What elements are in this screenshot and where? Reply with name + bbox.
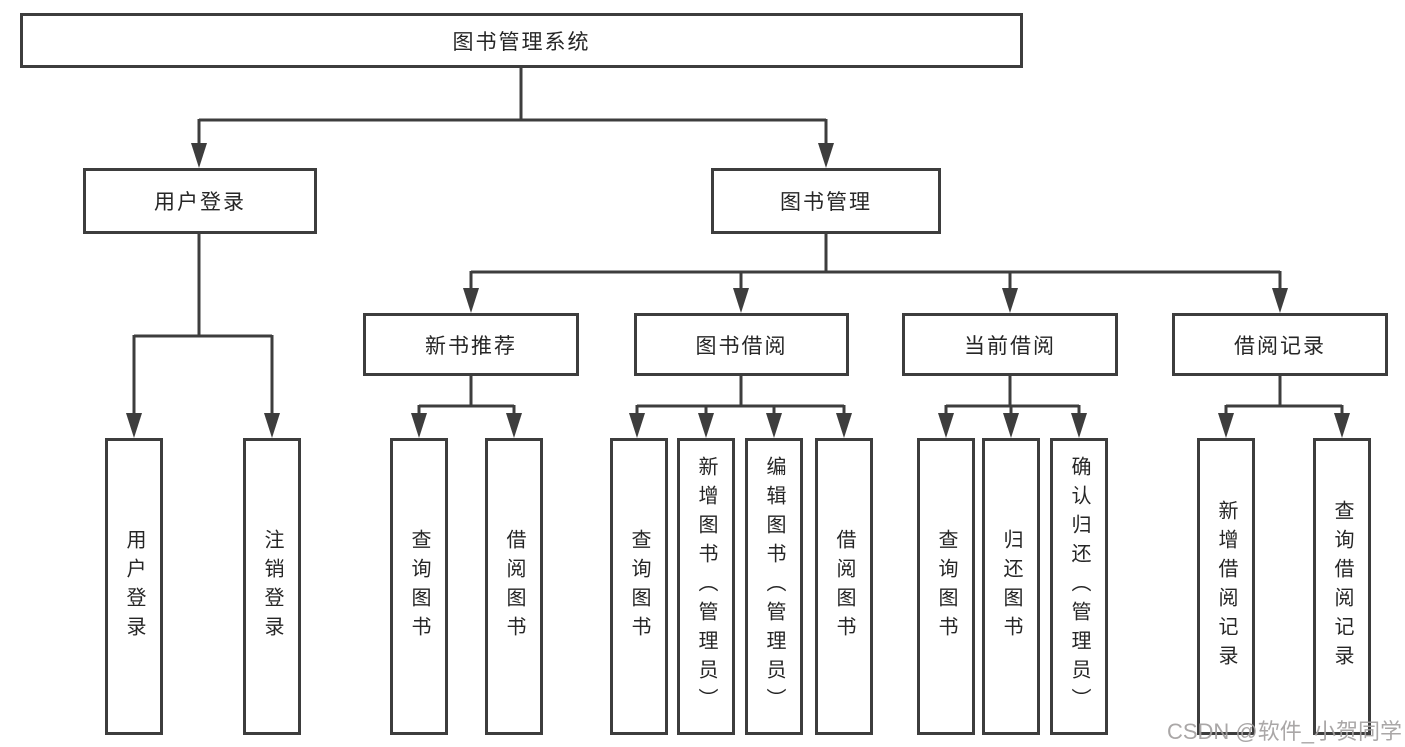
leaf-add-borrow-record-label: 新增借阅记录 [1215,499,1237,674]
arrowhead-leaf7 [766,413,782,438]
leaf-return-book-label: 归还图书 [1000,528,1022,645]
node-book-borrow: 图书借阅 [634,313,849,376]
arrowhead-leaf3 [411,413,427,438]
node-current-borrow-label: 当前借阅 [964,334,1056,358]
node-user-login-label: 用户登录 [154,191,246,214]
leaf-query-borrow-record: 查询借阅记录 [1313,438,1371,735]
leaf-query-borrow-record-label: 查询借阅记录 [1331,499,1353,674]
node-user-login: 用户登录 [83,168,317,234]
node-borrow-record: 借阅记录 [1172,313,1388,376]
node-book-manage-label: 图书管理 [780,191,872,214]
leaf-user-login: 用户登录 [105,438,163,735]
leaf-edit-book-admin-label: 编辑图书（管理员） [763,456,785,717]
node-book-manage: 图书管理 [711,168,941,234]
watermark-text: CSDN @软件_小贺同学 [1166,719,1402,744]
leaf-current-query-book-label: 查询图书 [935,528,957,645]
arrowhead-leaf8 [836,413,852,438]
arrowhead-leaf10 [1003,413,1019,438]
arrowhead-login [191,143,207,168]
arrowhead-leaf9 [938,413,954,438]
node-new-book-recommend: 新书推荐 [363,313,579,376]
leaf-add-book-admin: 新增图书（管理员） [677,438,735,735]
arrowhead-leaf13 [1334,413,1350,438]
leaf-user-login-label: 用户登录 [123,528,145,645]
leaf-logout: 注销登录 [243,438,301,735]
leaf-confirm-return-admin: 确认归还（管理员） [1050,438,1108,735]
arrowhead-leaf12 [1218,413,1234,438]
leaf-confirm-return-admin-label: 确认归还（管理员） [1068,456,1090,717]
arrowhead-leaf6 [698,413,714,438]
node-current-borrow: 当前借阅 [902,313,1118,376]
arrowhead-borrow [733,288,749,313]
arrowhead-leaf-user-login [126,413,142,438]
leaf-borrow-query-book-label: 查询图书 [628,528,650,645]
arrowhead-leaf4 [506,413,522,438]
arrowhead-manage [818,143,834,168]
leaf-edit-book-admin: 编辑图书（管理员） [745,438,803,735]
node-new-book-recommend-label: 新书推荐 [425,334,517,358]
leaf-newbook-query-book-label: 查询图书 [408,528,430,645]
leaf-add-borrow-record: 新增借阅记录 [1197,438,1255,735]
leaf-newbook-borrow-book-label: 借阅图书 [503,528,525,645]
leaf-newbook-query-book: 查询图书 [390,438,448,735]
arrowhead-current [1002,288,1018,313]
leaf-borrow-query-book: 查询图书 [610,438,668,735]
leaf-current-query-book: 查询图书 [917,438,975,735]
arrowhead-leaf11 [1071,413,1087,438]
arrowhead-record [1272,288,1288,313]
node-book-borrow-label: 图书借阅 [695,334,788,358]
arrowhead-newbook [463,288,479,313]
leaf-logout-label: 注销登录 [261,528,283,645]
leaf-borrow-book-label: 借阅图书 [833,528,855,645]
node-borrow-record-label: 借阅记录 [1234,334,1326,358]
node-root-label: 图书管理系统 [452,30,591,54]
leaf-add-book-admin-label: 新增图书（管理员） [695,456,717,717]
leaf-borrow-book: 借阅图书 [815,438,873,735]
leaf-newbook-borrow-book: 借阅图书 [485,438,543,735]
leaf-return-book: 归还图书 [982,438,1040,735]
arrowhead-leaf5 [629,413,645,438]
node-root: 图书管理系统 [20,13,1023,68]
arrowhead-leaf-logout [264,413,280,438]
